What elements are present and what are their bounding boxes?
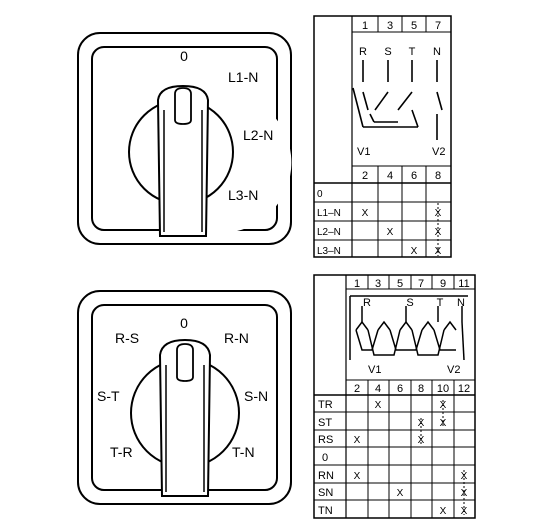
table2-phase: S — [406, 297, 413, 309]
table2-bottom-terminal: 4 — [375, 383, 381, 395]
switch2: 0 R-S R-N S-T S-N T-R T-N — [77, 290, 292, 505]
table2-row-label: TN — [318, 505, 333, 517]
table2-phase: N — [457, 297, 465, 309]
table2-schematic — [349, 295, 468, 361]
table2 — [313, 274, 476, 519]
table2-mark: X — [375, 400, 382, 411]
table2-mark: X — [440, 506, 447, 517]
table1-phase: S — [384, 46, 391, 58]
table2-top-terminal: 1 — [354, 278, 360, 290]
table1-bottom-terminal: 6 — [411, 170, 417, 182]
table2-mark: X — [354, 471, 361, 482]
table2-mark: X — [461, 488, 468, 499]
table1-top-terminal: 5 — [411, 20, 417, 32]
table1-mark: X — [362, 208, 369, 219]
table2-mark: X — [397, 488, 404, 499]
table1-mark: X — [387, 227, 394, 238]
table2-bottom-terminal: 2 — [354, 383, 360, 395]
table2-row-label: 0 — [322, 452, 328, 464]
table2-bottom-terminal: 12 — [458, 383, 470, 395]
switch2-knob — [130, 338, 240, 497]
table2-text: 1 3 5 7 9 11 R S T N V1 V2 2 4 6 8 10 12… — [318, 278, 470, 517]
table1-phase: T — [409, 46, 416, 58]
switch2-label-tn: T-N — [232, 444, 255, 460]
table1-phase: R — [359, 46, 367, 58]
table1-mark: X — [411, 246, 418, 257]
table1-schematic — [352, 60, 443, 140]
table2-phase: T — [437, 297, 444, 309]
switch2-label-sn: S-N — [244, 388, 268, 404]
switch2-label-rs: R-S — [115, 330, 139, 346]
table1-mark: X — [435, 208, 442, 219]
table1-phase: N — [433, 46, 441, 58]
table2-row-label: ST — [318, 417, 332, 429]
switch1-label-zero: 0 — [180, 48, 188, 64]
table1 — [313, 15, 452, 258]
table2-bottom-terminal: 6 — [397, 383, 403, 395]
table1-row-label: L1–N — [317, 208, 341, 219]
table2-mark: X — [418, 435, 425, 446]
table1-row-label: L3–N — [317, 246, 341, 257]
table2-bottom-terminal: 8 — [418, 383, 424, 395]
table2-v1: V1 — [368, 364, 381, 376]
table2-mark: X — [461, 471, 468, 482]
table2-row-label: SN — [318, 487, 333, 499]
switch1-label-l3n: L3-N — [228, 187, 258, 203]
table2-frame — [313, 274, 476, 519]
switch2-label-st: S-T — [97, 388, 120, 404]
table1-bottom-terminal: 8 — [435, 170, 441, 182]
table1-text: 1 3 5 7 R S T N V1 V2 2 4 6 8 0 L1–N L2–… — [317, 20, 445, 257]
table2-mark: X — [354, 435, 361, 446]
switch2-label-zero: 0 — [180, 315, 188, 331]
table1-top-terminal: 7 — [435, 20, 441, 32]
table1-row-label: L2–N — [317, 227, 341, 238]
table1-v2: V2 — [432, 146, 445, 158]
table1-top-terminal: 3 — [387, 20, 393, 32]
table2-row-label: TR — [318, 399, 333, 411]
table1-bottom-terminal: 4 — [387, 170, 393, 182]
table2-row-label: RS — [318, 434, 333, 446]
table1-bottom-terminal: 2 — [362, 170, 368, 182]
table2-top-terminal: 3 — [375, 278, 381, 290]
switch1-label-l1n: L1-N — [228, 69, 258, 85]
switch2-label-tr: T-R — [110, 444, 133, 460]
table1-v1: V1 — [357, 146, 370, 158]
table2-top-terminal: 11 — [458, 278, 469, 290]
switch1: 0 L1-N L2-N L3-N — [77, 32, 292, 245]
table2-top-terminal: 9 — [440, 278, 446, 290]
table2-top-terminal: 7 — [418, 278, 424, 290]
switch2-label-rn: R-N — [224, 330, 249, 346]
table2-mark: X — [440, 418, 447, 429]
table2-row-label: RN — [318, 470, 334, 482]
switch1-knob — [124, 84, 292, 237]
table2-top-terminal: 5 — [397, 278, 403, 290]
table2-v2: V2 — [447, 364, 460, 376]
switch1-label-l2n: L2-N — [243, 127, 273, 143]
table1-top-terminal: 1 — [362, 20, 368, 32]
table1-frame — [313, 15, 452, 258]
table1-row-label: 0 — [317, 189, 323, 200]
table2-phase: R — [363, 297, 371, 309]
table2-bottom-terminal: 10 — [437, 383, 449, 395]
